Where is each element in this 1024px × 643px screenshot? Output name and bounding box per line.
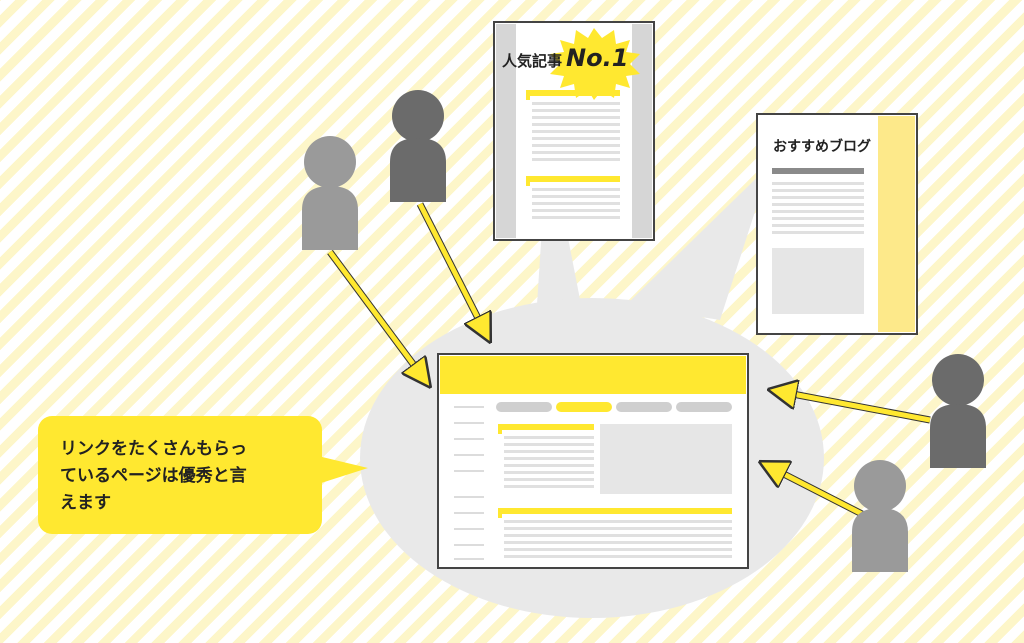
number-one-badge: No.1 xyxy=(566,44,629,72)
burst-badge xyxy=(550,28,640,100)
popular-article-doc xyxy=(493,21,655,241)
nav-tabs xyxy=(496,402,732,412)
speech-callout: リンクをたくさんもらっ ているページは優秀と言 えます xyxy=(38,416,322,534)
center-webpage xyxy=(437,353,749,569)
callout-line-3: えます xyxy=(60,493,111,513)
callout-tail xyxy=(318,456,368,484)
person-4-icon xyxy=(852,460,908,572)
callout-line-1: リンクをたくさんもらっ xyxy=(60,439,247,459)
recommended-blog-label: おすすめブログ xyxy=(773,139,871,155)
person-1-icon xyxy=(302,136,358,250)
link-arrows xyxy=(327,202,931,518)
person-2-icon xyxy=(390,90,446,202)
callout-line-2: ているページは優秀と言 xyxy=(60,466,247,486)
person-3-icon xyxy=(930,354,986,468)
recommended-blog-doc xyxy=(756,113,918,335)
popular-article-title: 人気記事 xyxy=(502,52,563,70)
